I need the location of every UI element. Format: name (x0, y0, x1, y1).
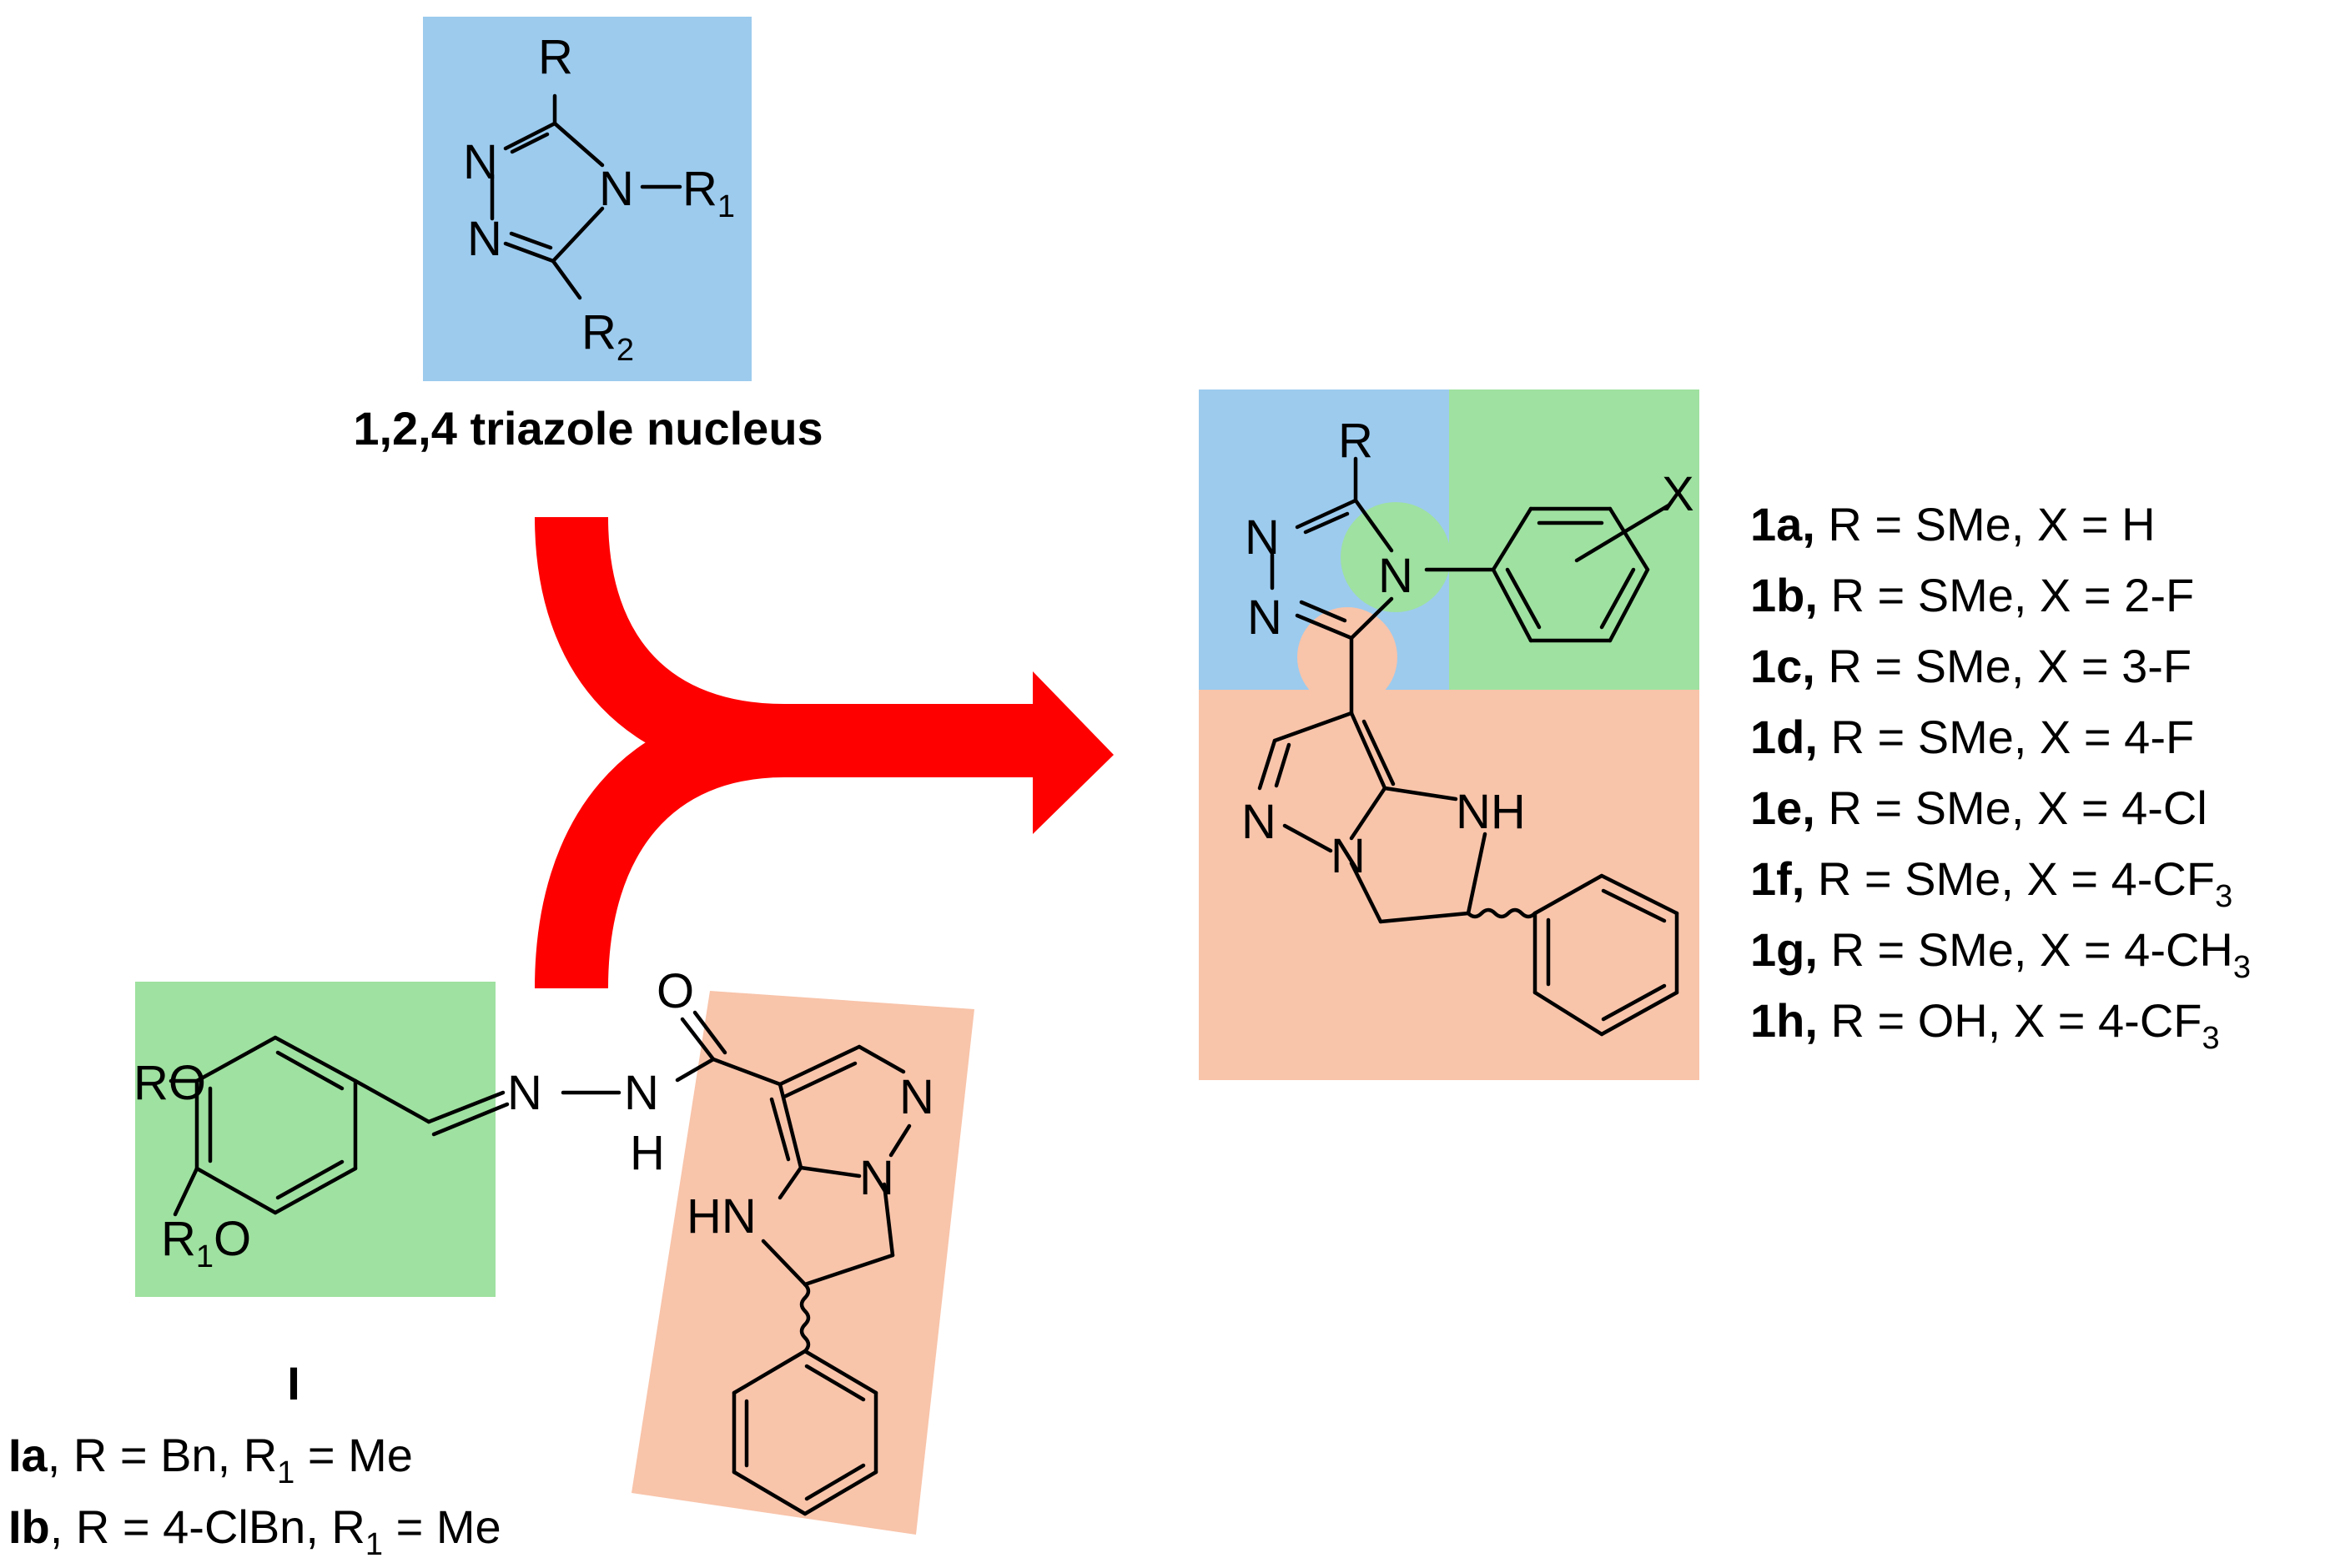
product-atom-n-py2: N (1331, 829, 1366, 883)
compound-list-item: 1c, R = SMe, X = 3-F (1750, 640, 2192, 692)
compound-I-salmon-box (632, 991, 974, 1535)
triazole-atom-r1: R1 (682, 162, 735, 224)
compound-list-item: 1f, R = SMe, X = 4-CF3 (1750, 852, 2232, 914)
product-atom-n-py1: N (1241, 795, 1276, 849)
compound-Ib-line: Ib, R = 4-ClBn, R1 = Me (8, 1500, 501, 1562)
triazole-atom-r: R (538, 30, 573, 84)
compound-I-atom-hydrazide-h: H (630, 1126, 665, 1180)
compound-I: RO R1O N N H O N N HN I Ia, R = Bn, R1 =… (8, 964, 974, 1562)
product-bonds (1257, 456, 1679, 1037)
compound-list-item: 1a, R = SMe, X = H (1750, 498, 2156, 550)
compound-I-atom-ro: RO (133, 1056, 206, 1110)
triazole-caption: 1,2,4 triazole nucleus (353, 402, 823, 455)
product-atom-n4: N (1378, 549, 1413, 603)
compound-list-item: 1d, R = SMe, X = 4-F (1750, 711, 2194, 763)
triazole-atom-n1: N (463, 135, 498, 189)
product-atom-nh: NH (1456, 785, 1526, 839)
compound-list-item: 1e, R = SMe, X = 4-Cl (1750, 781, 2207, 834)
product-green-highlight (1341, 502, 1451, 612)
triazole-atom-r2: R2 (581, 305, 634, 368)
arrow-lower-branch (535, 704, 785, 989)
compound-I-atom-pyrazole-n-bottom: N (859, 1151, 894, 1205)
compound-list-item: 1b, R = SMe, X = 2-F (1750, 569, 2194, 621)
product-green-region (1449, 389, 1699, 690)
product-salmon-highlight (1297, 607, 1397, 707)
compound-I-atom-hydrazide-n: N (624, 1066, 659, 1120)
triazole-bonds (490, 93, 682, 300)
triazole-atom-n4: N (599, 162, 634, 216)
compound-I-atom-imine-n: N (507, 1066, 542, 1120)
compound-list-item: 1g, R = SMe, X = 4-CH3 (1750, 923, 2251, 985)
merge-arrow (535, 516, 1114, 989)
triazole-blue-box (423, 17, 752, 381)
product-atom-r: R (1338, 414, 1373, 468)
compound-list: 1a, R = SMe, X = H 1b, R = SMe, X = 2-F 1c… (1750, 498, 2251, 1056)
compound-Ia-line: Ia, R = Bn, R1 = Me (8, 1429, 413, 1490)
compound-I-atom-r1o: R1O (161, 1212, 251, 1274)
product-atom-n2: N (1247, 591, 1282, 645)
product-atom-n1: N (1245, 510, 1280, 565)
compound-I-atom-carbonyl-o: O (657, 964, 694, 1018)
arrow-upper-branch (535, 516, 1033, 777)
triazole-atom-n2: N (467, 212, 502, 266)
compound-I-atom-hn: HN (687, 1189, 757, 1244)
product-structure: R N N N X NH N N (1199, 389, 1699, 1080)
compound-I-atom-pyrazole-n-top: N (899, 1070, 934, 1124)
compound-list-item: 1h, R = OH, X = 4-CF3 (1750, 994, 2220, 1056)
compound-I-bonds (169, 1010, 912, 1516)
product-atom-x: X (1662, 467, 1694, 521)
triazole-nucleus: R N N N R1 R2 1,2,4 triazole nucleus (353, 17, 823, 455)
compound-I-label: I (287, 1357, 300, 1410)
arrow-head (1033, 671, 1114, 834)
